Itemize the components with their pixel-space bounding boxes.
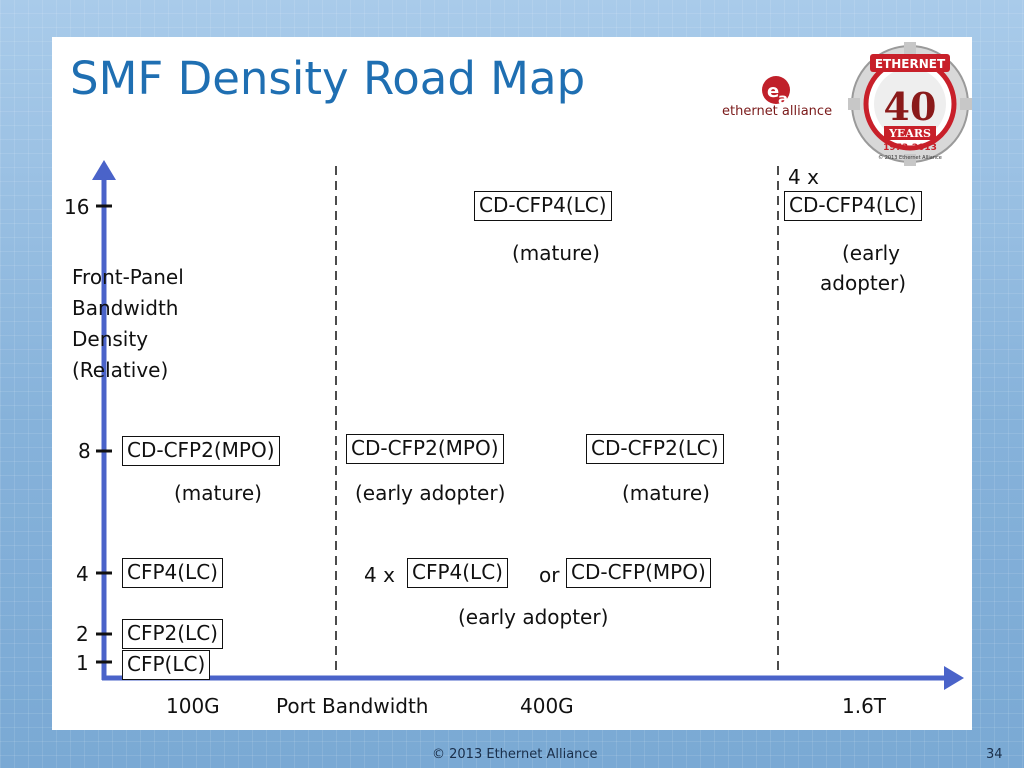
module-box-cd-cfp-mpo-400g: CD-CFP(MPO) xyxy=(566,558,711,588)
ethernet-alliance-logo-icon: e a xyxy=(762,76,790,108)
y-tick-1: 1 xyxy=(76,651,89,675)
module-box-cfp4-lc-400g: CFP4(LC) xyxy=(407,558,508,588)
y-axis-arrow xyxy=(92,160,116,180)
seal-number-text: 40 xyxy=(884,84,937,129)
seal-copyright-text: © 2013 Ethernet Alliance xyxy=(878,154,942,161)
seal-range-text: 1973-2013 xyxy=(883,143,937,153)
note-early-adopter-400g-4: (early adopter) xyxy=(458,605,609,629)
y-tick-16: 16 xyxy=(64,195,90,219)
module-box-cd-cfp4-lc-400g: CD-CFP4(LC) xyxy=(474,191,612,221)
module-box-cd-cfp2-lc-400g: CD-CFP2(LC) xyxy=(586,434,724,464)
multiplier-4x-400g: 4 x xyxy=(364,563,395,587)
y-axis-label-line-3: Density xyxy=(72,327,149,351)
note-adopter-1-6t: adopter) xyxy=(820,271,907,295)
x-tick-400g: 400G xyxy=(520,694,574,718)
y-tick-2: 2 xyxy=(76,622,89,646)
module-box-cfp2-lc-100g: CFP2(LC) xyxy=(122,619,223,649)
slide-canvas xyxy=(52,37,972,730)
or-connector: or xyxy=(539,563,560,587)
y-axis-label-line-1: Front-Panel xyxy=(72,265,184,289)
note-mature-100g: (mature) xyxy=(174,481,262,505)
x-axis-arrow xyxy=(944,666,964,690)
note-early-adopter-400g-8: (early adopter) xyxy=(355,481,506,505)
module-box-cd-cfp2-mpo-100g: CD-CFP2(MPO) xyxy=(122,436,280,466)
note-mature-400g-16: (mature) xyxy=(512,241,600,265)
note-early-1-6t: (early xyxy=(842,241,900,265)
slide-title: SMF Density Road Map xyxy=(70,52,586,105)
seal-years-text: YEARS xyxy=(888,127,931,140)
module-box-cfp-lc-100g: CFP(LC) xyxy=(122,650,211,680)
module-box-cd-cfp4-lc-1-6t: CD-CFP4(LC) xyxy=(784,191,922,221)
svg-text:e: e xyxy=(767,81,779,102)
x-tick-100g: 100G xyxy=(166,694,220,718)
y-tick-4: 4 xyxy=(76,562,89,586)
module-box-cd-cfp2-mpo-400g: CD-CFP2(MPO) xyxy=(346,434,504,464)
ethernet-alliance-wordmark: ethernet alliance xyxy=(722,104,833,119)
module-box-cfp4-lc-100g: CFP4(LC) xyxy=(122,558,223,588)
multiplier-4x-1-6t: 4 x xyxy=(788,165,819,189)
svg-text:a: a xyxy=(778,90,788,108)
footer-copyright: © 2013 Ethernet Alliance xyxy=(432,747,598,762)
x-tick-1-6t: 1.6T xyxy=(842,694,887,718)
note-mature-400g-8: (mature) xyxy=(622,481,710,505)
seal-top-text: ETHERNET xyxy=(875,57,946,71)
anniversary-seal-icon: ETHERNET 40 YEARS 1973-2013 © 2013 Ether… xyxy=(848,42,972,166)
y-axis-label-line-2: Bandwidth xyxy=(72,296,179,320)
x-axis-label: Port Bandwidth xyxy=(276,694,429,718)
page-number: 34 xyxy=(986,747,1003,762)
y-axis-label-line-4: (Relative) xyxy=(72,358,169,382)
y-tick-8: 8 xyxy=(78,439,91,463)
